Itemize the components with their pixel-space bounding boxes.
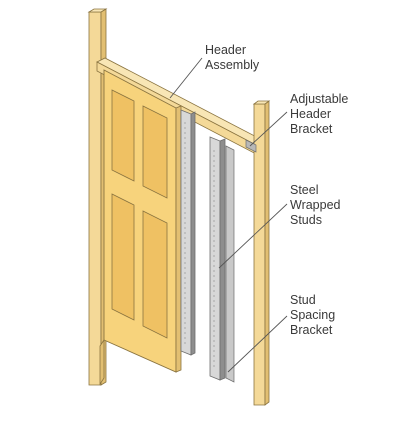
callout-stud-spacing-bracket: Stud Spacing Bracket xyxy=(290,293,335,338)
leader-stud-spacing-bracket xyxy=(227,315,288,373)
callout-text: Wrapped xyxy=(290,198,341,212)
callout-adjustable-header-bracket: Adjustable Header Bracket xyxy=(290,92,348,137)
callout-text: Header xyxy=(290,107,331,121)
steel-stud-rear xyxy=(209,136,235,383)
callout-text: Bracket xyxy=(290,122,333,136)
door-slab xyxy=(99,69,182,386)
leader-header-assembly xyxy=(169,57,203,99)
callout-text: Steel xyxy=(290,183,319,197)
steel-stud-front xyxy=(180,109,196,356)
leader-steel-wrapped-studs xyxy=(218,203,288,269)
callout-text: Header xyxy=(205,43,246,57)
right-jamb-stud xyxy=(252,100,271,406)
callout-text: Bracket xyxy=(290,323,333,337)
callout-text: Adjustable xyxy=(290,92,349,106)
callout-text: Studs xyxy=(290,213,322,227)
callout-text: Stud xyxy=(290,293,316,307)
callout-leader-lines xyxy=(169,57,288,373)
leader-adjustable-header-bracket xyxy=(249,111,288,147)
callout-steel-wrapped-studs: Steel Wrapped Studs xyxy=(290,183,341,228)
callout-text: Assembly xyxy=(205,58,260,72)
callout-header-assembly: Header Assembly xyxy=(205,43,259,73)
callout-text: Spacing xyxy=(290,308,336,322)
